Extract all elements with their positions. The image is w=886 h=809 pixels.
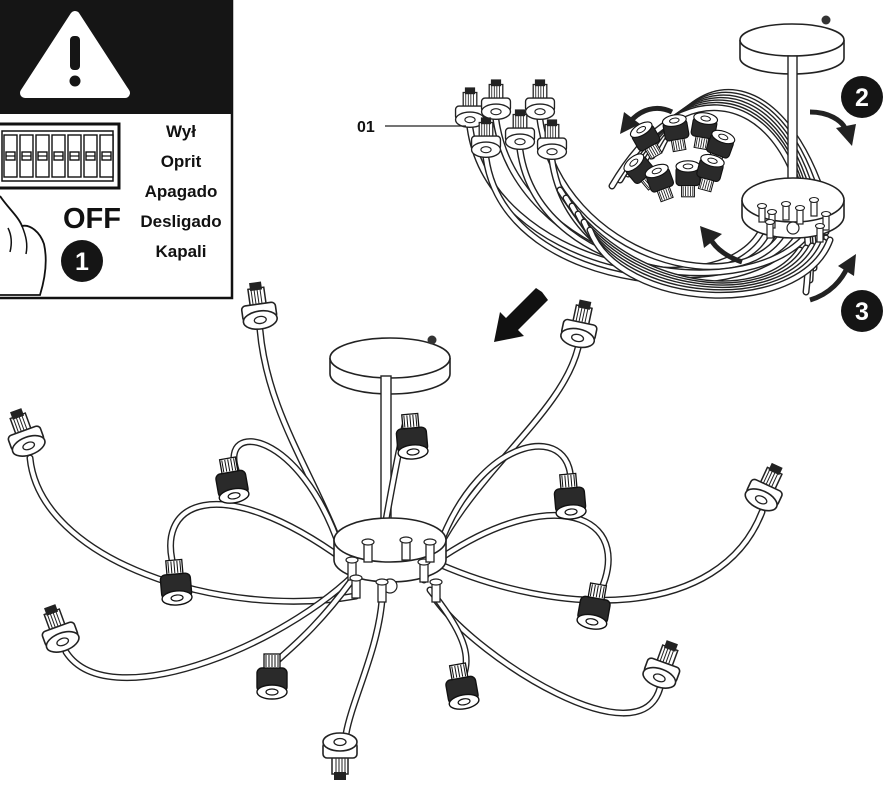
cable-entry — [756, 202, 768, 223]
loop-cable — [230, 438, 344, 552]
off-label: OFF — [63, 203, 121, 235]
cable-entry — [399, 536, 413, 561]
curved-arrow-icon — [700, 226, 743, 265]
word-wyl: Wył — [166, 122, 196, 141]
step-1-number: 1 — [75, 248, 89, 276]
cable-entry — [794, 204, 806, 225]
lamp-socket — [395, 412, 429, 460]
lamp-socket — [696, 153, 725, 193]
arm-cable — [426, 508, 766, 604]
cable-entry — [814, 222, 826, 243]
lamp-holder — [642, 640, 681, 689]
part-callout: 01 — [357, 119, 466, 136]
breaker-switch — [67, 134, 82, 178]
lamp-holder — [480, 79, 512, 121]
step-2-number: 2 — [855, 84, 869, 112]
lamp-socket — [445, 662, 480, 710]
lamp-socket — [256, 653, 288, 700]
cable-entry — [361, 538, 375, 563]
pointing-hand-icon — [0, 195, 47, 296]
cable-entry — [375, 578, 389, 603]
word-oprit: Oprit — [161, 152, 202, 171]
lamp-holder — [7, 408, 46, 457]
lamp-socket — [576, 582, 611, 630]
arm-cable — [342, 596, 386, 738]
cable-entry — [423, 538, 437, 563]
assembled-chandelier-illustration — [7, 281, 783, 780]
lamp-holder — [454, 87, 486, 129]
part-label: 01 — [357, 119, 375, 136]
lamp-holder — [41, 604, 80, 653]
packed-fixture-illustration: 01 2 3 — [357, 15, 883, 332]
cable-entry — [764, 218, 776, 239]
breaker-switch — [83, 134, 98, 178]
loop-cable — [167, 500, 348, 578]
lamp-holder — [524, 79, 556, 121]
arm-cable — [62, 556, 372, 682]
lamp-socket — [661, 114, 690, 153]
step-2-badge: 2 — [841, 76, 883, 118]
lamp-socket — [215, 456, 250, 504]
cable-entry — [429, 578, 443, 603]
lamp-holder-row — [454, 79, 568, 161]
lamp-socket — [159, 558, 193, 606]
curved-arrow-icon — [809, 109, 856, 146]
lamp-holder — [470, 117, 502, 159]
cable — [586, 226, 834, 299]
loop-cable — [434, 442, 575, 554]
arm-cable — [26, 454, 360, 605]
cable-hub-large — [333, 517, 447, 594]
ceiling-canopy-small — [739, 15, 845, 189]
socket-cluster — [623, 112, 832, 243]
word-apagado: Apagado — [145, 182, 218, 201]
lamp-holder — [536, 119, 568, 161]
curved-arrow-icon — [809, 254, 856, 303]
lamp-holder — [322, 732, 358, 780]
cable-entry — [808, 196, 820, 217]
diagonal-arrow-icon — [494, 288, 548, 342]
breaker-switch — [3, 134, 18, 178]
word-kapali: Kapali — [155, 242, 206, 261]
breaker-switch — [19, 134, 34, 178]
loop-cable — [440, 511, 612, 604]
breaker-switch — [35, 134, 50, 178]
breaker-switch — [51, 134, 66, 178]
lamp-socket — [629, 121, 663, 160]
arm-cable — [432, 596, 664, 717]
cable-entry — [820, 210, 832, 231]
lamp-holder — [504, 109, 536, 151]
lamp-holder — [560, 299, 598, 349]
lamp-socket — [675, 160, 701, 198]
power-off-warning-panel: OFF 1 Wył Oprit Apagado Desligado Kapali — [0, 0, 234, 300]
hub-cable-entries — [345, 536, 443, 603]
arm-lamp-holders — [7, 281, 783, 780]
breaker-switch — [99, 134, 114, 178]
cable-entry — [780, 200, 792, 221]
breaker-switch-icon — [0, 122, 121, 190]
off-translations: Wył Oprit Apagado Desligado Kapali — [140, 122, 221, 261]
arm-cable — [420, 344, 582, 584]
lamp-holder — [744, 462, 783, 512]
step-3-badge: 3 — [841, 290, 883, 332]
step-3-number: 3 — [855, 298, 869, 326]
curved-arrow-icon — [620, 105, 674, 134]
warning-triangle-icon — [20, 11, 130, 98]
word-desligado: Desligado — [140, 212, 221, 231]
lamp-socket — [644, 163, 674, 203]
step-1-badge: 1 — [61, 240, 103, 282]
cable-entry — [349, 574, 363, 599]
lamp-holder — [240, 281, 278, 331]
lamp-socket — [553, 472, 587, 520]
